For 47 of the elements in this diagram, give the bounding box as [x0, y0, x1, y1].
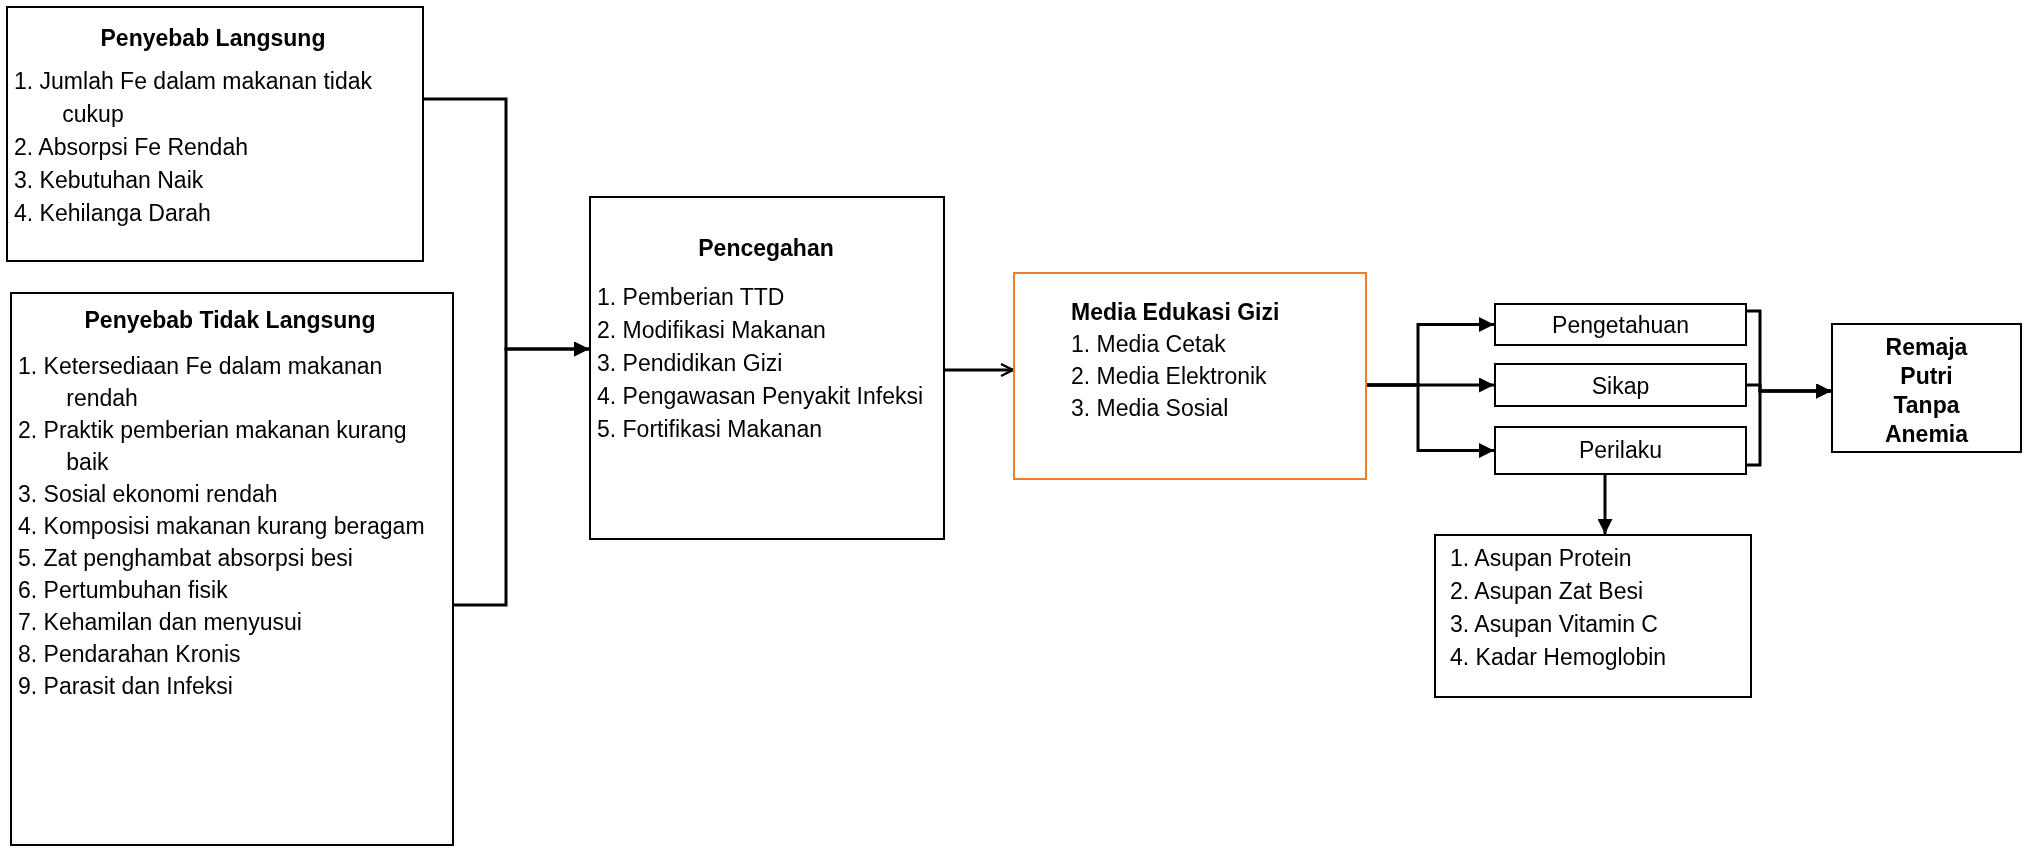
heading-text: Penyebab Tidak Langsung [83, 306, 377, 335]
list-item: 4. Kadar Hemoglobin [1450, 643, 1668, 672]
list-item: 5. Zat penghambat absorpsi besi [18, 544, 354, 573]
arrow [1747, 383, 1831, 467]
list-item: 1. Media Cetak [1071, 330, 1227, 359]
list-item: 6. Pertumbuhan fisik [18, 576, 229, 605]
list-item: 3. Kebutuhan Naik [14, 166, 205, 195]
heading-text: Remaja Putri Tanpa Anemia [1883, 333, 1970, 449]
process-box [589, 196, 945, 540]
list-item: 3. Asupan Vitamin C [1450, 610, 1659, 639]
list-item: 1. Ketersediaan Fe dalam makanan rendah [18, 352, 384, 413]
list-item: 1. Pemberian TTD [597, 283, 786, 312]
outcome-box [1494, 363, 1747, 407]
outcome-box [1494, 303, 1747, 346]
list-item: 2. Media Elektronik [1071, 362, 1268, 391]
cause-box [10, 292, 454, 846]
label-text: Sikap [1590, 372, 1651, 401]
list-item: 3. Media Sosial [1071, 394, 1230, 423]
heading-text: Media Edukasi Gizi [1071, 298, 1281, 327]
cause-box [6, 6, 424, 262]
heading-text: Pencegahan [697, 234, 835, 263]
list-item: 4. Kehilanga Darah [14, 199, 212, 228]
list-item: 3. Sosial ekonomi rendah [18, 480, 279, 509]
list-item: 2. Absorpsi Fe Rendah [14, 133, 249, 162]
list-item: 4. Komposisi makanan kurang beragam [18, 512, 426, 541]
label-text: Perilaku [1577, 436, 1664, 465]
heading-text: Penyebab Langsung [99, 24, 327, 53]
list-item: 1. Jumlah Fe dalam makanan tidak cukup [14, 67, 373, 129]
result-box [1831, 323, 2022, 453]
list-item: 5. Fortifikasi Makanan [597, 415, 823, 444]
list-item: 9. Parasit dan Infeksi [18, 672, 234, 701]
list-item: 4. Pengawasan Penyakit Infeksi [597, 382, 925, 411]
process-box [1013, 272, 1367, 480]
list-item: 3. Pendidikan Gizi [597, 349, 784, 378]
arrow [454, 341, 589, 607]
list-item: 7. Kehamilan dan menyusui [18, 608, 303, 637]
list-item: 2. Asupan Zat Besi [1450, 577, 1645, 606]
list-item: 8. Pendarahan Kronis [18, 640, 242, 669]
list-item: 2. Modifikasi Makanan [597, 316, 827, 345]
arrow [1367, 383, 1494, 458]
arrow [1597, 475, 1613, 534]
outcome-box [1494, 426, 1747, 475]
list-item: 1. Asupan Protein [1450, 544, 1633, 573]
indicator-box [1434, 534, 1752, 698]
arrow [945, 362, 1015, 378]
list-item: 2. Praktik pemberian makanan kurang baik [18, 416, 408, 477]
label-text: Pengetahuan [1551, 311, 1690, 340]
